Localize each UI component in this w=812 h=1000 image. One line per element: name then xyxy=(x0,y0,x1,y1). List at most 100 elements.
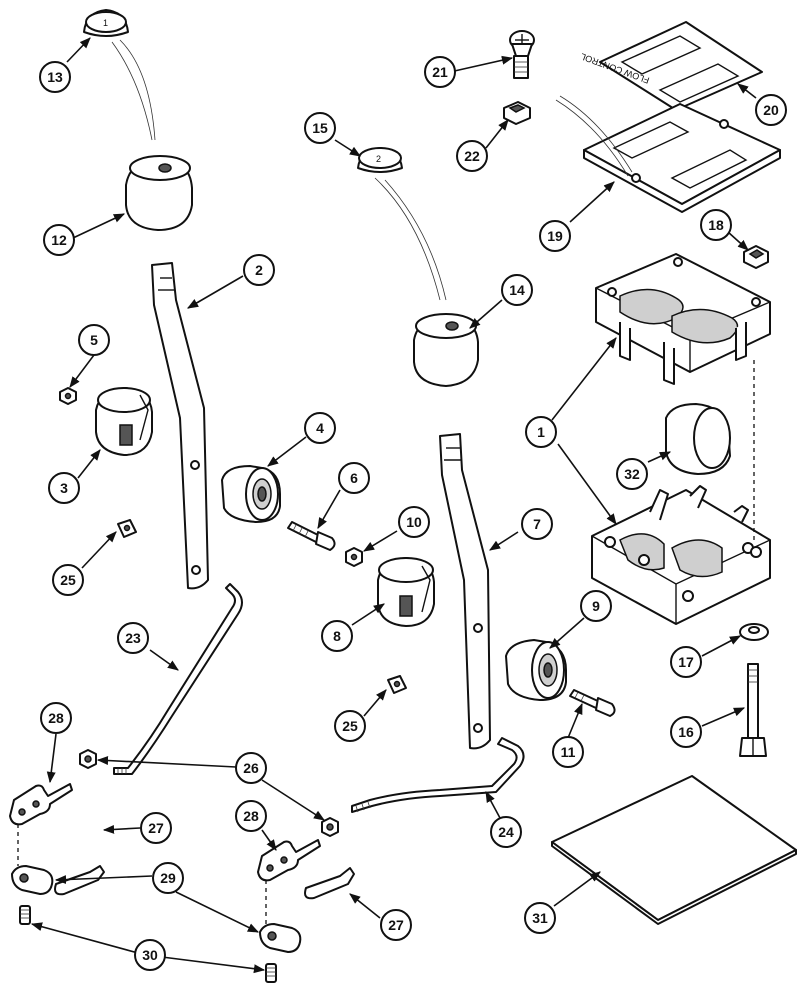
cap-part-15: 2 xyxy=(357,147,403,173)
svg-text:4: 4 xyxy=(316,420,324,436)
callout-28a: 28 xyxy=(40,702,72,734)
callout-24: 24 xyxy=(490,816,522,848)
knob-part-14 xyxy=(413,313,479,387)
nut-part-5 xyxy=(59,387,77,405)
svg-text:10: 10 xyxy=(406,514,422,530)
cap-15-mark: 2 xyxy=(376,154,381,164)
svg-text:21: 21 xyxy=(432,64,448,80)
svg-text:22: 22 xyxy=(464,148,480,164)
svg-text:28: 28 xyxy=(243,808,259,824)
svg-text:23: 23 xyxy=(125,630,141,646)
clip-part-27b xyxy=(304,867,355,900)
callout-11: 11 xyxy=(552,736,584,768)
callout-31: 31 xyxy=(524,902,556,934)
callout-22: 22 xyxy=(456,140,488,172)
rod-part-23 xyxy=(113,583,243,775)
cap-13-mark: 1 xyxy=(103,18,108,28)
svg-text:26: 26 xyxy=(243,760,259,776)
housing-upper-part-1 xyxy=(595,253,771,385)
callout-32: 32 xyxy=(616,458,648,490)
callout-26: 26 xyxy=(235,752,267,784)
bolt-part-11 xyxy=(569,689,616,717)
svg-text:12: 12 xyxy=(51,232,67,248)
svg-text:19: 19 xyxy=(547,228,563,244)
setscrew-part-30b xyxy=(265,963,277,983)
roller-part-32 xyxy=(665,403,731,475)
callout-28b: 28 xyxy=(235,800,267,832)
callout-25b: 25 xyxy=(334,710,366,742)
setscrew-part-30a xyxy=(19,905,31,925)
callout-21: 21 xyxy=(424,56,456,88)
svg-text:11: 11 xyxy=(561,744,576,760)
callout-13: 13 xyxy=(39,61,71,93)
svg-text:30: 30 xyxy=(142,947,158,963)
svg-text:32: 32 xyxy=(624,466,640,482)
callout-23: 23 xyxy=(117,622,149,654)
svg-text:28: 28 xyxy=(48,710,64,726)
callout-16: 16 xyxy=(670,716,702,748)
svg-text:29: 29 xyxy=(160,870,176,886)
nut-part-26b xyxy=(321,817,339,837)
svg-text:3: 3 xyxy=(60,480,68,496)
clevis-part-28a xyxy=(9,783,73,826)
callout-2: 2 xyxy=(243,254,275,286)
cam-part-8 xyxy=(377,557,435,627)
callout-7: 7 xyxy=(521,508,553,540)
svg-text:25: 25 xyxy=(60,572,76,588)
nut-part-22 xyxy=(503,101,531,125)
callout-25a: 25 xyxy=(52,564,84,596)
svg-text:15: 15 xyxy=(312,120,328,136)
callout-5: 5 xyxy=(78,324,110,356)
svg-text:31: 31 xyxy=(532,910,548,926)
svg-text:6: 6 xyxy=(350,470,358,486)
nut-part-25b xyxy=(387,675,407,694)
callout-19: 19 xyxy=(539,220,571,252)
callout-18: 18 xyxy=(700,209,732,241)
svg-text:27: 27 xyxy=(148,820,164,836)
callout-12: 12 xyxy=(43,224,75,256)
svg-text:8: 8 xyxy=(333,628,341,644)
callout-17: 17 xyxy=(670,646,702,678)
nut-part-18 xyxy=(743,245,769,269)
cam-part-3 xyxy=(95,387,153,456)
svg-text:18: 18 xyxy=(708,217,724,233)
gasket-part-31 xyxy=(551,775,797,925)
callout-8: 8 xyxy=(321,620,353,652)
svg-text:25: 25 xyxy=(342,718,358,734)
nut-part-10 xyxy=(345,547,363,567)
callout-27a: 27 xyxy=(140,812,172,844)
washer-part-17 xyxy=(739,623,769,641)
block-part-29b xyxy=(259,923,302,953)
callout-27b: 27 xyxy=(380,909,412,941)
screw-part-21 xyxy=(509,30,535,79)
svg-text:16: 16 xyxy=(678,724,694,740)
housing-lower-part-1 xyxy=(591,485,771,625)
callout-9: 9 xyxy=(580,590,612,622)
block-part-29a xyxy=(11,865,54,895)
callout-1: 1 xyxy=(525,416,557,448)
rod-part-24 xyxy=(351,737,525,813)
callout-30: 30 xyxy=(134,939,166,971)
lever-part-7 xyxy=(439,433,491,750)
clevis-part-28b xyxy=(257,839,321,882)
svg-text:17: 17 xyxy=(678,654,694,670)
svg-text:2: 2 xyxy=(255,262,263,278)
cap-part-13: 1 xyxy=(83,9,129,37)
svg-text:24: 24 xyxy=(498,824,514,840)
nut-part-25a xyxy=(117,519,137,538)
roller-part-4 xyxy=(221,465,281,523)
roller-part-9 xyxy=(505,639,567,701)
plate-part-19 xyxy=(583,103,781,213)
svg-text:20: 20 xyxy=(763,102,779,118)
svg-text:7: 7 xyxy=(533,516,541,532)
svg-text:9: 9 xyxy=(592,598,600,614)
callout-14: 14 xyxy=(501,274,533,306)
svg-text:13: 13 xyxy=(47,69,63,85)
callout-29: 29 xyxy=(152,862,184,894)
callout-4: 4 xyxy=(304,412,336,444)
svg-text:5: 5 xyxy=(90,332,98,348)
lever-part-2 xyxy=(151,262,209,590)
callout-3: 3 xyxy=(48,472,80,504)
bolt-part-16 xyxy=(739,663,767,757)
